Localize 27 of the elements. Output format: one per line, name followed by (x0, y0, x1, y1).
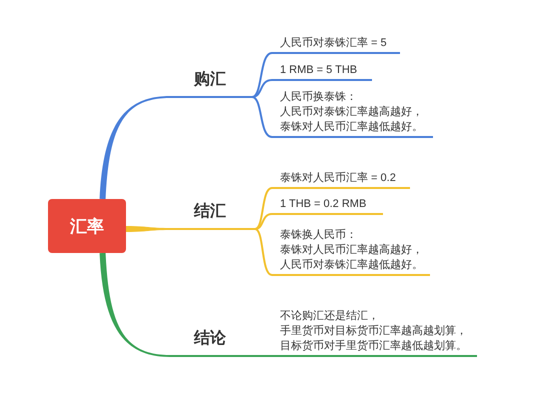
topic-box: 汇率 (48, 199, 126, 253)
branch-line (254, 213, 272, 230)
branch-line (252, 96, 272, 138)
note-text: 手里货币对目标货币汇率越高越划算，目标货币对手里货币汇率越低越划算。 (280, 324, 468, 354)
branch-note: 1 RMB = 5 THB (272, 63, 372, 81)
branch-topic: 结汇 (170, 201, 255, 230)
note-heading: 泰铢换人民币： (280, 228, 358, 243)
note-heading: 人民币换泰铢： (280, 90, 358, 105)
branch-note (272, 228, 430, 276)
branch-note (272, 309, 477, 357)
branch-topic: 结论 (170, 328, 258, 357)
branch-line (254, 187, 272, 230)
note-text: 人民币对泰铢汇率越高越好，泰铢对人民币汇率越低越好。 (280, 105, 424, 135)
note-heading: 不论购汇还是结汇， (280, 309, 380, 324)
branch-line (258, 355, 272, 357)
branch-line (126, 226, 170, 232)
branch-line (100, 96, 170, 200)
note-text: 泰铢对人民币汇率越高越好，人民币对泰铢汇率越低越好。 (280, 243, 424, 273)
branch-topic: 购汇 (170, 69, 252, 98)
branch-line (252, 79, 272, 98)
branch-note: 人民币对泰铢汇率 = 5 (272, 36, 400, 54)
branch-note: 泰铢对人民币汇率 = 0.2 (272, 171, 410, 189)
branch-line (252, 52, 272, 98)
branch-line (254, 228, 272, 276)
branch-note (272, 90, 433, 138)
branch-line (100, 252, 170, 357)
branch-note: 1 THB = 0.2 RMB (272, 197, 383, 215)
